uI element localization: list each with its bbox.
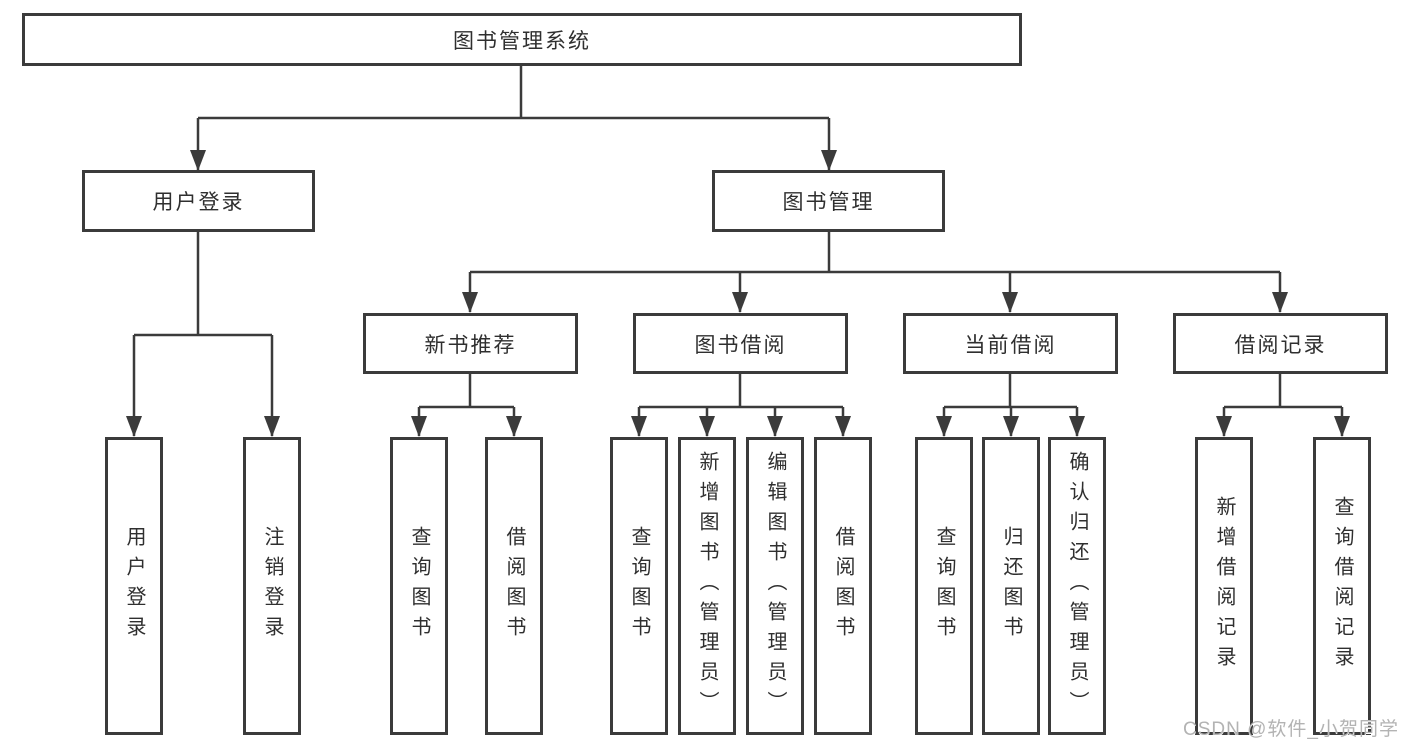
node-user-login: 用户登录 <box>82 170 315 232</box>
leaf-query-books-current: 查询图书 <box>915 437 973 735</box>
leaf-add-book-admin: 新增图书（管理员） <box>678 437 736 735</box>
leaf-add-borrow-record: 新增借阅记录 <box>1195 437 1253 735</box>
leaf-logout: 注销登录 <box>243 437 301 735</box>
node-new-book-recommendation: 新书推荐 <box>363 313 578 374</box>
node-current-borrowing: 当前借阅 <box>903 313 1118 374</box>
leaf-borrow-books-borrowing: 借阅图书 <box>814 437 872 735</box>
node-book-borrowing: 图书借阅 <box>633 313 848 374</box>
node-borrowing-records: 借阅记录 <box>1173 313 1388 374</box>
node-library-system: 图书管理系统 <box>22 13 1022 66</box>
leaf-edit-book-admin: 编辑图书（管理员） <box>746 437 804 735</box>
leaf-query-books-recommend: 查询图书 <box>390 437 448 735</box>
leaf-confirm-return-admin: 确认归还（管理员） <box>1048 437 1106 735</box>
leaf-borrow-books-recommend: 借阅图书 <box>485 437 543 735</box>
watermark-text: CSDN @软件_小贺同学 <box>1183 719 1399 740</box>
leaf-query-borrow-record: 查询借阅记录 <box>1313 437 1371 735</box>
leaf-query-books-borrowing: 查询图书 <box>610 437 668 735</box>
leaf-user-login: 用户登录 <box>105 437 163 735</box>
node-book-management: 图书管理 <box>712 170 945 232</box>
leaf-return-book: 归还图书 <box>982 437 1040 735</box>
